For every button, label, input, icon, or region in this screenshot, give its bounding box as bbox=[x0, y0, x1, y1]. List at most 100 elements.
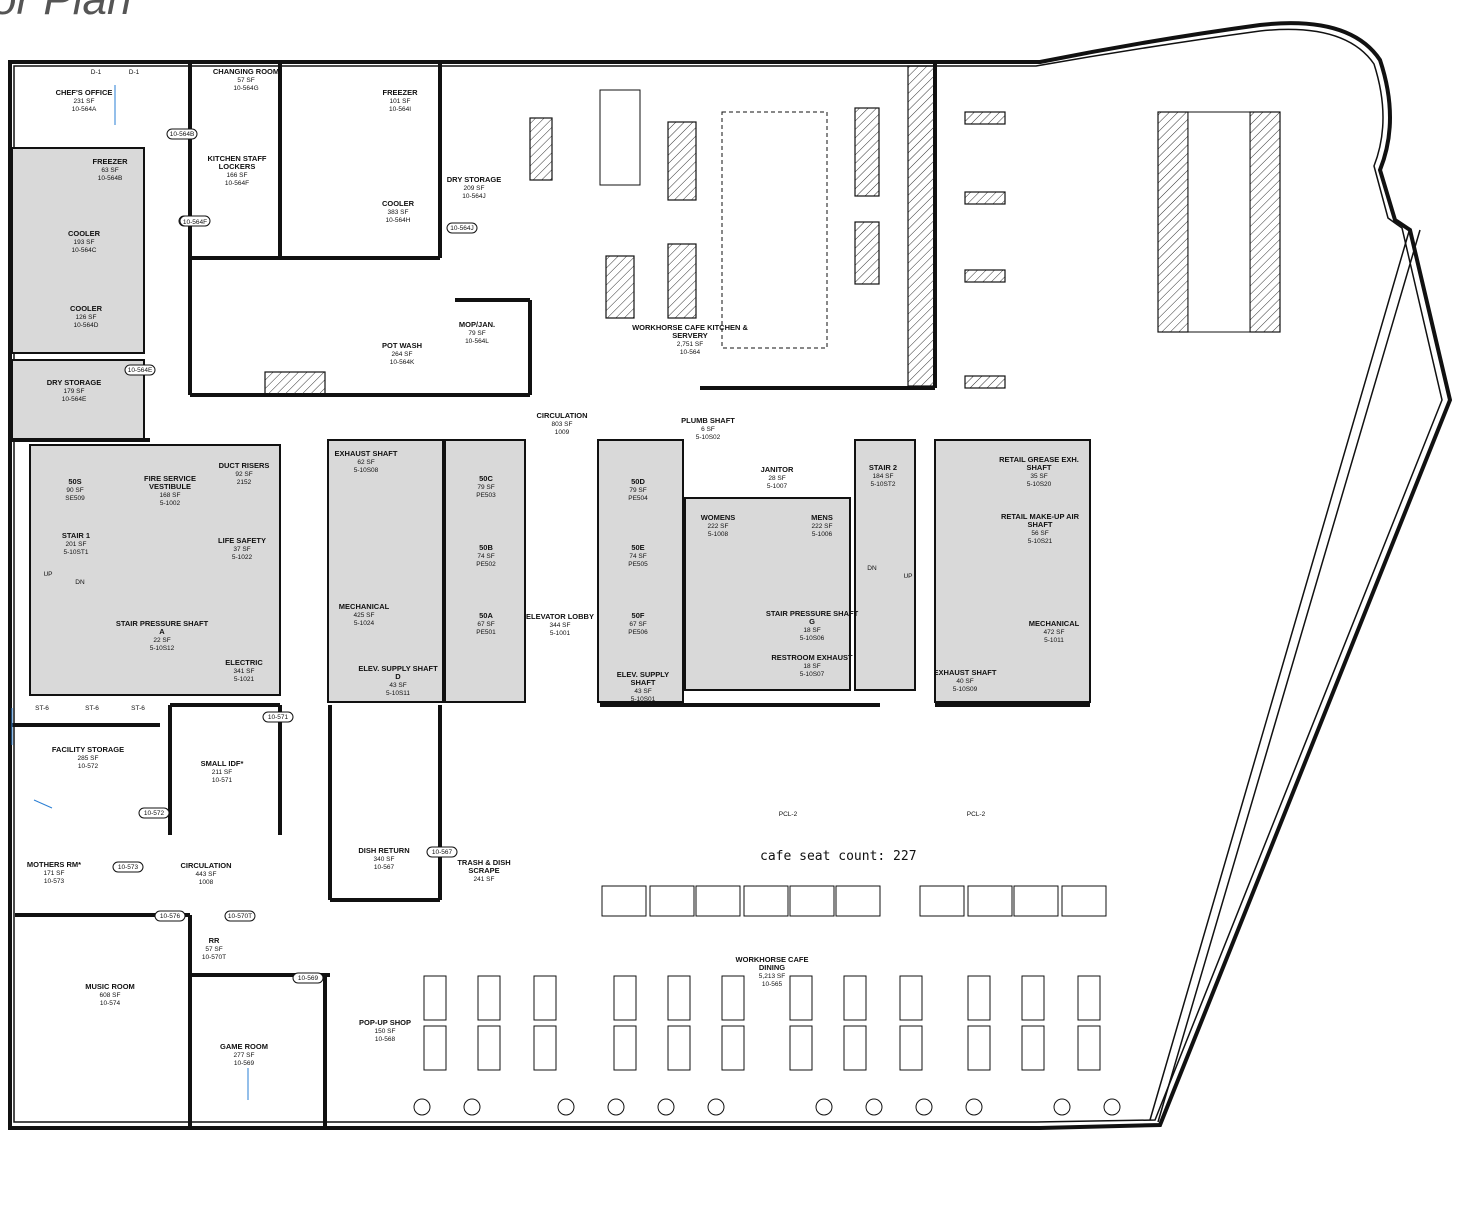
room-area: 67 SF bbox=[629, 621, 646, 628]
room-area: 211 SF bbox=[212, 769, 233, 776]
room-num: PE503 bbox=[476, 492, 496, 499]
room-num: 5-10ST1 bbox=[64, 549, 89, 556]
booth-seat bbox=[695, 885, 741, 917]
room-name: TRASH & DISH bbox=[457, 858, 510, 867]
room-name: D bbox=[395, 672, 401, 681]
equipment-tag: ST-6 bbox=[35, 705, 49, 712]
room-area: 472 SF bbox=[1044, 629, 1065, 636]
cafe-table-round bbox=[1103, 1098, 1121, 1116]
room-name: CHEF'S OFFICE bbox=[56, 88, 113, 97]
room-area: 340 SF bbox=[374, 856, 395, 863]
cafe-table-round bbox=[1053, 1098, 1071, 1116]
booth-seat bbox=[835, 885, 881, 917]
room-name: CIRCULATION bbox=[536, 411, 587, 420]
stair-up-label: UP bbox=[43, 571, 52, 578]
room-num: 10-564A bbox=[72, 106, 97, 113]
door-tag-text: 10-572 bbox=[144, 810, 165, 817]
room-area: 184 SF bbox=[873, 473, 894, 480]
door-tag-bubble bbox=[179, 215, 211, 227]
room-name: EXHAUST SHAFT bbox=[335, 449, 398, 458]
room-num: 10-565 bbox=[762, 981, 783, 988]
room-name: VESTIBULE bbox=[149, 482, 191, 491]
room-name: DISH RETURN bbox=[358, 846, 409, 855]
room-area: 57 SF bbox=[237, 77, 254, 84]
room-num: 10-570T bbox=[202, 954, 226, 961]
room-area: 168 SF bbox=[160, 492, 181, 499]
room-area: 79 SF bbox=[468, 330, 485, 337]
room-area: 18 SF bbox=[803, 663, 820, 670]
room-name: POP-UP SHOP bbox=[359, 1018, 411, 1027]
room-num: PE502 bbox=[476, 561, 496, 568]
room-num: 5-1006 bbox=[812, 531, 833, 538]
room-area: 22 SF bbox=[153, 637, 170, 644]
door-tag: 10-572 bbox=[138, 807, 170, 819]
equipment-tag: PCL-2 bbox=[779, 811, 798, 818]
room-num: PE501 bbox=[476, 629, 496, 636]
room-num: 10-564H bbox=[386, 217, 411, 224]
room-name: GAME ROOM bbox=[220, 1042, 268, 1051]
room-num: 10-564D bbox=[74, 322, 99, 329]
room-name: CIRCULATION bbox=[180, 861, 231, 870]
room-num: 5-10S12 bbox=[150, 645, 175, 652]
room-name: PLUMB SHAFT bbox=[681, 416, 735, 425]
room-name: JANITOR bbox=[761, 465, 794, 474]
room-name: FACILITY STORAGE bbox=[52, 745, 124, 754]
room-num: 5-10ST2 bbox=[871, 481, 896, 488]
room-area: 57 SF bbox=[205, 946, 222, 953]
room-area: 193 SF bbox=[74, 239, 95, 246]
room-name: FREEZER bbox=[92, 157, 128, 166]
door-tag-bubble bbox=[124, 364, 156, 376]
room-num: 1008 bbox=[199, 879, 214, 886]
room-name: RETAIL MAKE-UP AIR bbox=[1001, 512, 1080, 521]
room-area: 344 SF bbox=[550, 622, 571, 629]
dining-table bbox=[721, 975, 745, 1021]
room-area: 264 SF bbox=[392, 351, 413, 358]
stair2-down-label: DN bbox=[867, 565, 877, 572]
room-area: 341 SF bbox=[234, 668, 255, 675]
room-num: 10-564C bbox=[72, 247, 97, 254]
room-area: 231 SF bbox=[74, 98, 95, 105]
door-tag-text: 10-567 bbox=[432, 849, 453, 856]
dining-table bbox=[667, 975, 691, 1021]
room-name: COOLER bbox=[68, 229, 101, 238]
booth-seat bbox=[919, 885, 965, 917]
door-tag-bubble bbox=[138, 807, 170, 819]
room-num: 5-1001 bbox=[550, 630, 571, 637]
room-area: 166 SF bbox=[227, 172, 248, 179]
dining-table bbox=[967, 975, 991, 1021]
dining-table bbox=[423, 1025, 447, 1071]
cafe-table-round bbox=[463, 1098, 481, 1116]
room-name: 50B bbox=[479, 543, 493, 552]
room-name: SHAFT bbox=[1027, 463, 1052, 472]
dining-table bbox=[423, 975, 447, 1021]
door-tag-text: 10-564J bbox=[450, 225, 474, 232]
room-name: WORKHORSE CAFE KITCHEN & bbox=[632, 323, 748, 332]
dining-table bbox=[789, 975, 813, 1021]
room-num: 5-10S06 bbox=[800, 635, 825, 642]
door-tag-bubble bbox=[154, 910, 186, 922]
door-tag: 10-571 bbox=[262, 711, 294, 723]
room-num: 10-567 bbox=[374, 864, 395, 871]
room-num: 5-10S02 bbox=[696, 434, 721, 441]
room-num: 10-564K bbox=[390, 359, 415, 366]
door-tag-bubble bbox=[446, 222, 478, 234]
room-name: WORKHORSE CAFE bbox=[736, 955, 809, 964]
room-name: SHAFT bbox=[1028, 520, 1053, 529]
room-num: 10-573 bbox=[44, 878, 65, 885]
